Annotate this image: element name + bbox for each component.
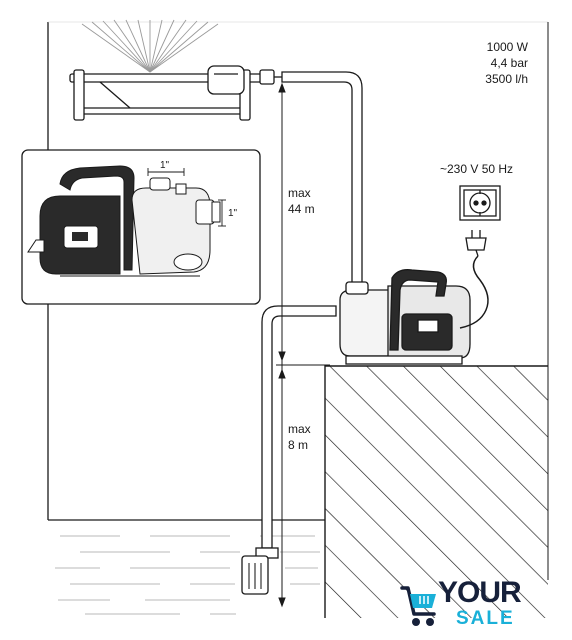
spec-power: 1000 W [486, 40, 528, 54]
yoursale-logo: YOUR SALE [398, 576, 548, 632]
logo-word-sale: SALE [456, 608, 515, 629]
wall-socket-icon [459, 185, 501, 221]
cart-icon [400, 586, 436, 626]
pressure-height-value: 44 m [288, 202, 315, 216]
suction-height-max: max [288, 422, 311, 436]
pressure-hose [281, 71, 363, 293]
suction-height-value: 8 m [288, 438, 309, 452]
plug-icon [465, 230, 487, 257]
inset-inlet-size: 1" [228, 208, 238, 219]
spec-pressure: 4,4 bar [490, 56, 528, 70]
spec-flow: 3500 l/h [485, 72, 528, 86]
inset-detail [21, 149, 261, 305]
logo-word-your: YOUR [438, 576, 522, 609]
power-supply-label: ~230 V 50 Hz [440, 162, 514, 176]
sprinkler-spray [81, 19, 219, 73]
pump-icon [339, 255, 489, 365]
ground-block [324, 365, 548, 618]
inset-outlet-size: 1" [160, 160, 170, 171]
sprinkler-icon [69, 65, 282, 121]
height-dimension-line [276, 82, 330, 608]
pressure-height-max: max [288, 186, 311, 200]
foot-valve-icon [241, 547, 279, 595]
suction-hose [261, 305, 337, 549]
